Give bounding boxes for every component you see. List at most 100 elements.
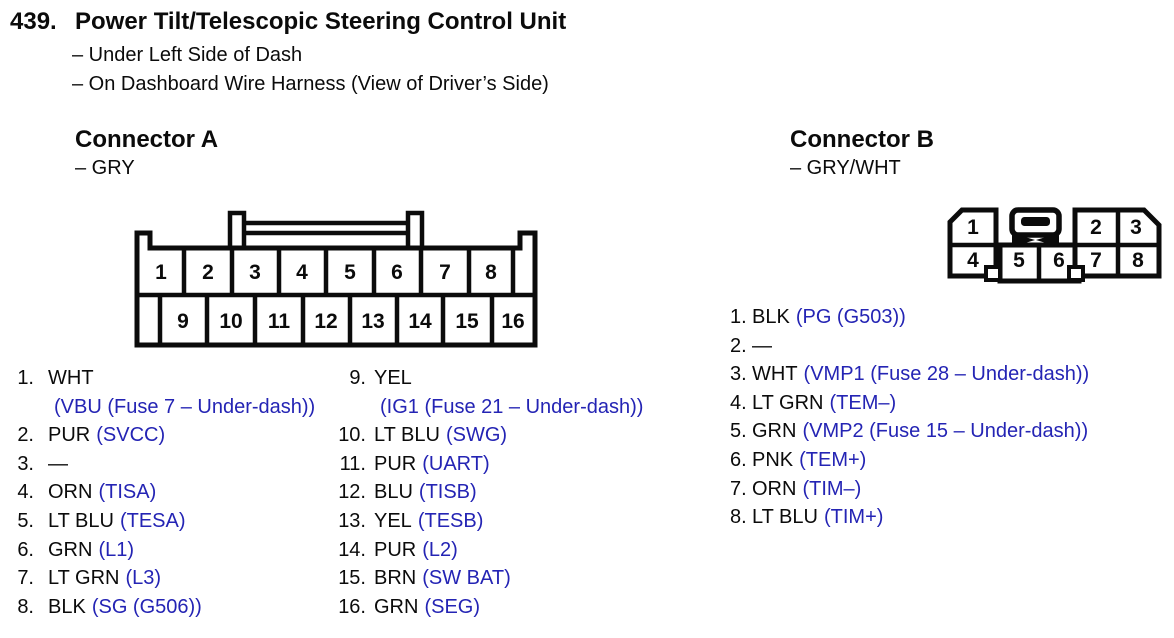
pin-signal: (VMP1 (Fuse 28 – Under-dash)) [803, 363, 1090, 386]
pin-signal: (VMP2 (Fuse 15 – Under-dash)) [802, 420, 1089, 443]
pin-row-a8: 8. BLK(SG (G506)) [14, 593, 315, 622]
pin-wire-color: YEL [374, 367, 412, 389]
key-notches [984, 265, 1085, 282]
pin-wire-color: LT BLU [48, 509, 114, 532]
pin-wire-color: WHT [48, 367, 94, 389]
pin-cell-a16: 16 [501, 310, 524, 333]
pin-number: 3. [730, 363, 747, 386]
pin-row-a2: 2. PUR(SVCC) [14, 421, 315, 450]
connector-a-pin-list-1-8: 1.WHT (VBU (Fuse 7 – Under-dash)) 2.PUR(… [14, 364, 315, 621]
pin-row-b5: 5.GRN(VMP2 (Fuse 15 – Under-dash)) [730, 417, 1089, 446]
pin-row-b1: 1.BLK(PG (G503)) [730, 303, 1089, 332]
pin-row-a11: 11. PUR(UART) [335, 450, 643, 479]
pin-number: 12. [338, 481, 366, 504]
pin-number: 6. [17, 538, 34, 561]
pin-wire-color: PUR [48, 424, 91, 447]
pin-wire-color: GRN [752, 420, 797, 443]
pin-number: 4. [730, 391, 747, 414]
pin-signal: (TIM–) [802, 477, 862, 500]
pin-cell-a14: 14 [408, 310, 432, 333]
pin-signal: (L1) [98, 538, 135, 561]
pin-signal: (SG (G506)) [91, 595, 202, 618]
pin-wire-color: LT GRN [752, 391, 824, 414]
pin-row-a4: 4.ORN(TISA) [14, 478, 315, 507]
connector-a-title: Connector A [75, 126, 219, 153]
pin-number: 2. [730, 334, 747, 357]
pin-cell-b7: 7 [1090, 249, 1102, 272]
pin-cell-b8: 8 [1132, 249, 1144, 272]
pin-number: 11. [339, 452, 366, 475]
pin-signal: (TEM+) [799, 448, 867, 471]
pin-wire-color: PUR [374, 452, 417, 475]
pin-row-a5: 5. LT BLU(TESA) [14, 507, 315, 536]
pin-signal: (UART) [422, 452, 490, 475]
pin-signal: (SEG) [424, 595, 481, 618]
pin-cell-a11: 11 [268, 310, 291, 333]
pin-number: 2. [17, 424, 34, 447]
pin-number: 9. [349, 367, 366, 389]
section-number: 439. [10, 8, 57, 35]
pin-row-a1: 1. WHT (VBU (Fuse 7 – Under-dash)) [14, 364, 315, 421]
pin-cell-a15: 15 [455, 310, 479, 333]
pin-row-a3: 3. — [14, 450, 315, 479]
pin-wire-color: LT GRN [48, 567, 120, 590]
connector-a-pin-list-9-16: 9.YEL (IG1 (Fuse 21 – Under-dash)) 10.LT… [335, 364, 643, 621]
connector-a-wire-color: – GRY [75, 157, 135, 179]
pin-number: 5. [17, 509, 34, 532]
pin-number: 10. [338, 424, 366, 447]
connector-b-diagram: 1 2 3 4 5 6 7 8 [947, 207, 1162, 284]
pin-cell-a9: 9 [177, 310, 189, 333]
pin-wire-color: — [752, 334, 772, 357]
connector-b-cell-grid [950, 210, 1159, 281]
pin-row-b8: 8.LT BLU(TIM+) [730, 503, 1089, 532]
pin-number: 15. [338, 567, 366, 590]
pin-wire-color: — [48, 452, 68, 475]
pin-signal: (SWG) [445, 424, 508, 447]
location-line-2: – On Dashboard Wire Harness (View of Dri… [72, 72, 549, 95]
pin-row-b7: 7.ORN(TIM–) [730, 475, 1089, 504]
pin-wire-color: ORN [48, 481, 93, 504]
pin-signal: (TESA) [119, 509, 186, 532]
pin-number: 8. [17, 595, 34, 618]
key-notch-right [1067, 265, 1085, 282]
connector-b-pin-numbers: 1 2 3 4 5 6 7 8 [967, 216, 1144, 272]
pin-signal: (TIM+) [823, 506, 884, 529]
pin-signal: (L3) [125, 567, 162, 590]
pin-cell-a7: 7 [439, 261, 451, 284]
location-line-1: – Under Left Side of Dash [72, 44, 303, 66]
latch-post-right-icon [405, 210, 425, 251]
pin-cell-a12: 12 [314, 310, 337, 333]
pin-number: 14. [338, 538, 366, 561]
pin-wire-color: PUR [374, 538, 417, 561]
bowtie-icon [1012, 233, 1059, 247]
pin-wire-color: LT BLU [374, 424, 440, 447]
pin-signal: (VBU (Fuse 7 – Under-dash)) [54, 395, 316, 418]
pin-number: 1. [17, 367, 34, 389]
connector-b-title: Connector B [790, 126, 934, 153]
pin-cell-a13: 13 [361, 310, 384, 333]
pin-cell-a8: 8 [485, 261, 497, 284]
pin-signal: (SVCC) [96, 424, 166, 447]
pin-number: 3. [17, 452, 34, 475]
pin-cell-b5: 5 [1013, 249, 1025, 272]
page-title-row: 439.Power Tilt/Telescopic Steering Contr… [10, 8, 566, 36]
pin-signal: (TESB) [417, 509, 484, 532]
pin-cell-b2: 2 [1090, 216, 1102, 239]
pin-signal: (TISA) [98, 481, 157, 504]
pin-number: 6. [730, 448, 747, 471]
pin-cell-a6: 6 [391, 261, 403, 284]
connector-a-diagram: 1 2 3 4 5 6 7 8 9 10 11 12 13 14 15 16 [134, 210, 538, 348]
pin-wire-color: BRN [374, 567, 417, 590]
pin-row-b4: 4.LT GRN(TEM–) [730, 389, 1089, 418]
pin-cell-b4: 4 [967, 249, 979, 272]
connector-a-pin-numbers: 1 2 3 4 5 6 7 8 9 10 11 12 13 14 15 16 [155, 261, 525, 333]
pin-wire-color: BLK [48, 595, 86, 618]
pin-cell-a2: 2 [202, 261, 214, 284]
pin-row-a9: 9.YEL (IG1 (Fuse 21 – Under-dash)) [335, 364, 643, 421]
pin-number: 1. [730, 306, 747, 328]
pin-wire-color: YEL [374, 509, 412, 532]
pin-wire-color: BLU [374, 481, 413, 504]
latch-bail-bar [234, 220, 418, 236]
pin-cell-a1: 1 [155, 261, 167, 284]
